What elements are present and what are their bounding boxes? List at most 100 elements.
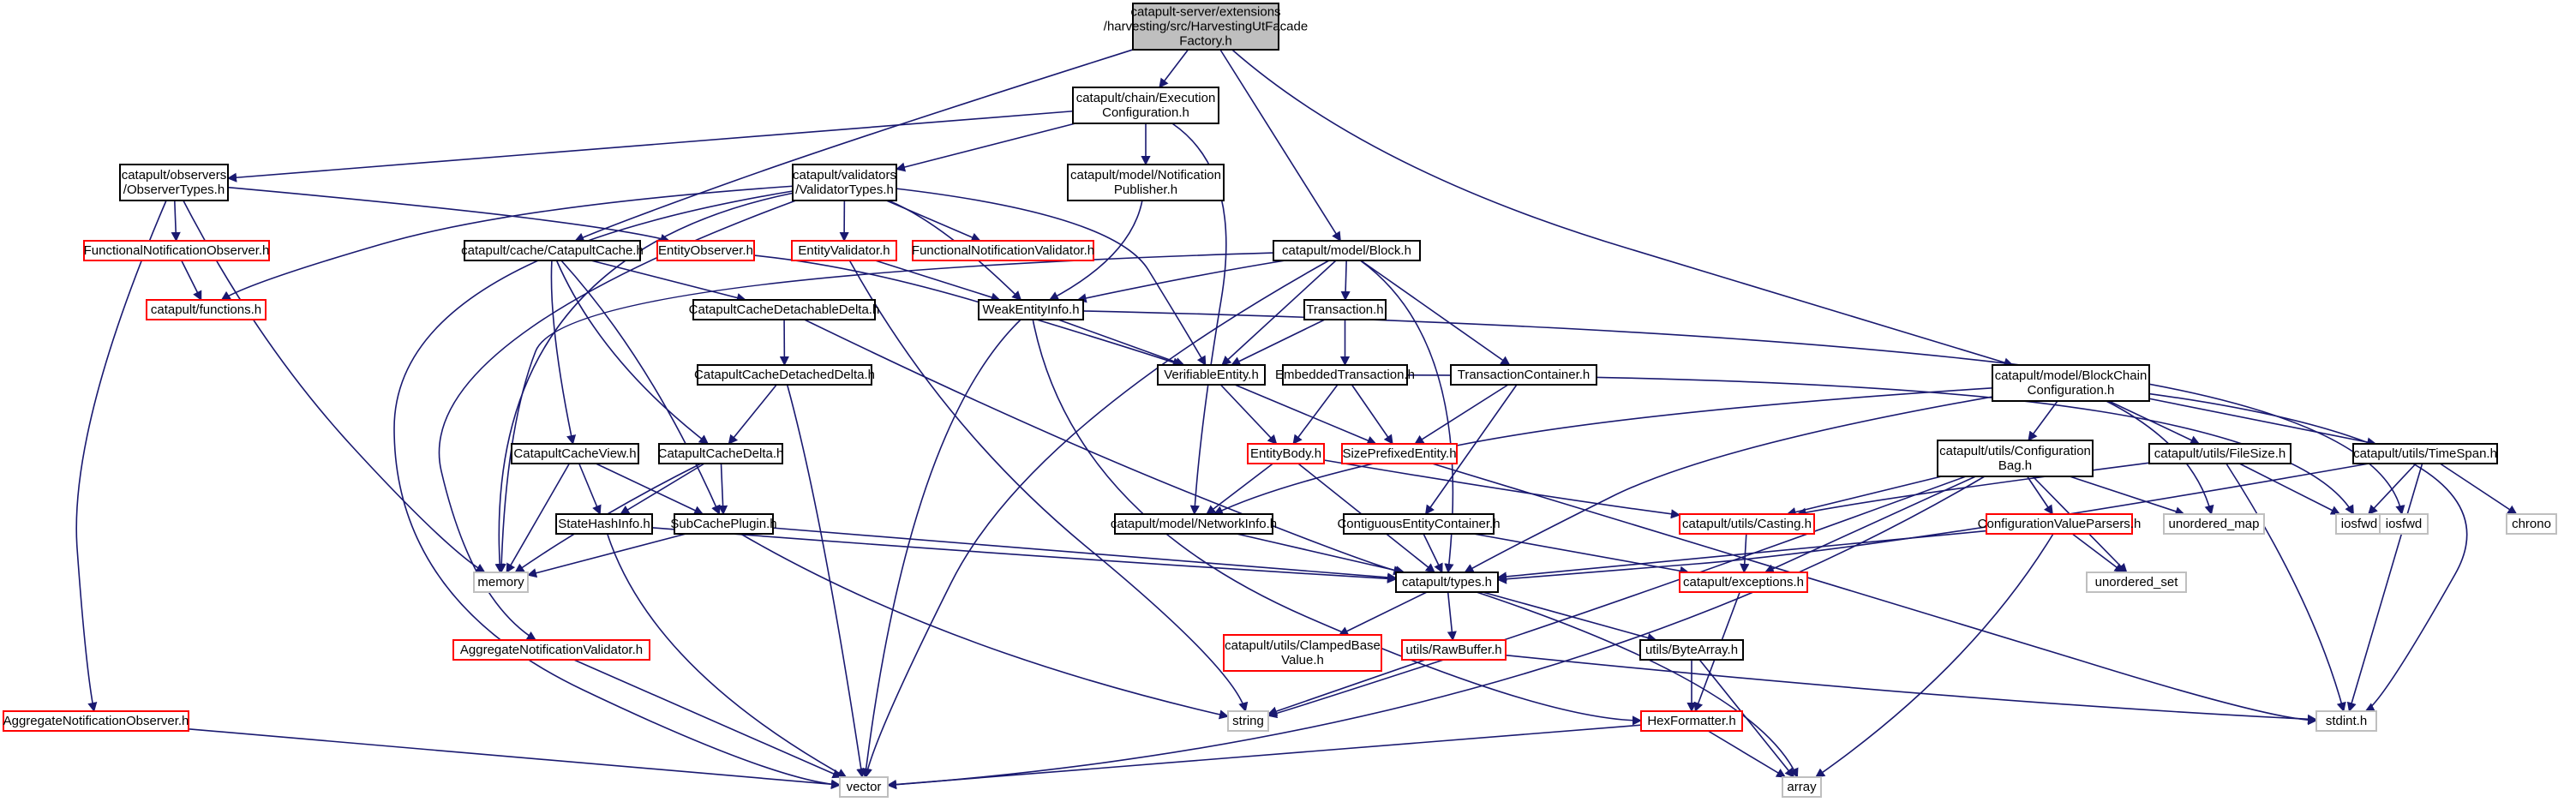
node-config-parsers[interactable]: ConfigurationValueParsers.h [1978,513,2142,535]
node-root[interactable]: catapult-server/extensions/harvesting/sr… [1104,3,1308,51]
edge-state_hash-to-vector [606,533,848,778]
edge-validator_types-to-vector [393,190,842,790]
node-box [1992,364,2150,402]
node-label: Factory.h [1179,34,1231,49]
edge-weak_entity-to-verifiable [1057,319,1185,367]
node-block[interactable]: catapult/model/Block.h [1273,240,1421,261]
node-entity-validator[interactable]: EntityValidator.h [791,240,897,261]
node-box [1639,639,1744,661]
edge-bc_config-to-types [1464,396,1993,573]
node-contiguous[interactable]: ContiguousEntityContainer.h [1337,513,1501,535]
edge-exec_config-to-validator_types [895,123,1076,172]
edge-contiguous-to-exceptions [1473,533,1690,576]
node-label: iosfwd [2386,517,2423,531]
edge-cache_view-to-state_hash [578,463,602,516]
node-label: catapult/validators [793,168,896,183]
edge-bc_config-to-time_span [2148,398,2377,447]
node-box [555,513,653,535]
node-label: catapult/utils/ClampedBase [1225,638,1381,653]
node-label: vector [847,780,882,794]
node-entity-observer[interactable]: EntityObserver.h [656,240,755,261]
edge-verifiable-to-size_prefixed [1234,384,1377,446]
node-weak-entity[interactable]: WeakEntityInfo.h [978,299,1084,320]
node-observer-types[interactable]: catapult/observers/ObserverTypes.h [119,164,229,201]
node-entity-body[interactable]: EntityBody.h [1247,443,1325,464]
node-network-info[interactable]: catapult/model/NetworkInfo.h [1111,513,1277,535]
node-size-prefixed[interactable]: SizePrefixedEntity.h [1341,443,1458,464]
node-label: Configuration.h [2028,383,2115,398]
node-file-size[interactable]: catapult/utils/FileSize.h [2148,443,2291,464]
node-box [1303,299,1387,320]
node-func-notif-observer[interactable]: FunctionalNotificationObserver.h [83,240,270,261]
node-label: CatapultCacheDelta.h [658,446,784,461]
node-iosfwd2: iosfwd [2379,513,2429,535]
edge-bc_config-to-config_bag [2028,400,2058,441]
node-tx-container[interactable]: TransactionContainer.h [1450,364,1597,386]
edge-validator_types-to-verifiable [896,188,1207,366]
node-transaction[interactable]: Transaction.h [1303,299,1387,320]
node-label: iosfwd [2341,517,2378,531]
node-stdint: stdint.h [2315,710,2377,732]
node-agg-notif-validator[interactable]: AggregateNotificationValidator.h [452,639,650,661]
node-box [1157,364,1266,386]
edge-weak_entity-to-vector [861,319,1021,779]
edge-cache_delta-to-state_hash [620,463,705,515]
edge-transaction-to-verifiable [1231,319,1326,366]
node-cache-view[interactable]: CatapultCacheView.h [511,443,639,464]
node-label: catapult/exceptions.h [1683,575,1804,590]
node-label: unordered_set [2095,575,2179,590]
node-types[interactable]: catapult/types.h [1395,572,1499,593]
node-ccd-delta[interactable]: CatapultCacheDetachableDelta.h [689,299,880,320]
node-time-span[interactable]: catapult/utils/TimeSpan.h [2352,443,2498,464]
edge-tx_container-to-contiguous [1424,384,1518,515]
node-verifiable[interactable]: VerifiableEntity.h [1157,364,1266,386]
node-box [473,572,529,593]
edge-root-to-exec_config [1159,49,1189,88]
node-validator-types[interactable]: catapult/validators/ValidatorTypes.h [792,164,897,201]
node-raw-buffer[interactable]: utils/RawBuffer.h [1401,639,1507,661]
node-label: catapult/cache/CatapultCache.h [461,243,644,258]
node-ccdd-delta[interactable]: CatapultCacheDetachedDelta.h [694,364,875,386]
node-byte-array[interactable]: utils/ByteArray.h [1639,639,1744,661]
node-catapult-cache[interactable]: catapult/cache/CatapultCache.h [461,240,644,261]
edge-contiguous-to-types [1423,533,1443,574]
edge-entity_body-to-network_info [1206,463,1273,515]
node-hex-formatter[interactable]: HexFormatter.h [1640,710,1743,732]
node-label: VerifiableEntity.h [1164,368,1259,382]
node-cache-delta[interactable]: CatapultCacheDelta.h [658,443,784,464]
node-functions[interactable]: catapult/functions.h [146,299,267,320]
node-box [912,240,1094,261]
edge-types-to-byte_array [1482,591,1657,643]
node-label: Publisher.h [1114,183,1177,197]
node-label: catapult/types.h [1402,575,1492,590]
node-box [2148,443,2291,464]
node-embedded-tx[interactable]: EmbeddedTransaction.h [1275,364,1415,386]
node-box [656,240,755,261]
node-casting[interactable]: catapult/utils/Casting.h [1679,513,1815,535]
edge-hex_formatter-to-array [1707,730,1787,778]
node-subcache-plugin[interactable]: SubCachePlugin.h [670,513,777,535]
node-label: catapult/utils/Casting.h [1682,517,1812,531]
node-func-notif-validator[interactable]: FunctionalNotificationValidator.h [912,240,1094,261]
edge-bc_config-to-network_info [1213,387,1993,515]
node-box [1114,513,1273,535]
node-agg-notif-observer[interactable]: AggregateNotificationObserver.h [3,710,189,732]
node-exceptions[interactable]: catapult/exceptions.h [1679,572,1808,593]
edge-config_bag-to-vector [886,476,1986,790]
node-box [692,299,876,320]
node-label: FunctionalNotificationValidator.h [912,243,1094,258]
node-label: TransactionContainer.h [1458,368,1591,382]
node-label: ConfigurationValueParsers.h [1978,517,2142,531]
node-state-hash[interactable]: StateHashInfo.h [555,513,653,535]
edge-block-to-tx_container [1360,260,1511,366]
node-box [2379,513,2429,535]
edge-state_hash-to-types [651,527,1398,584]
edge-exec_config-to-observer_types [226,110,1074,183]
edge-time_span-to-types [1496,463,2369,584]
node-label: ContiguousEntityContainer.h [1337,517,1500,531]
